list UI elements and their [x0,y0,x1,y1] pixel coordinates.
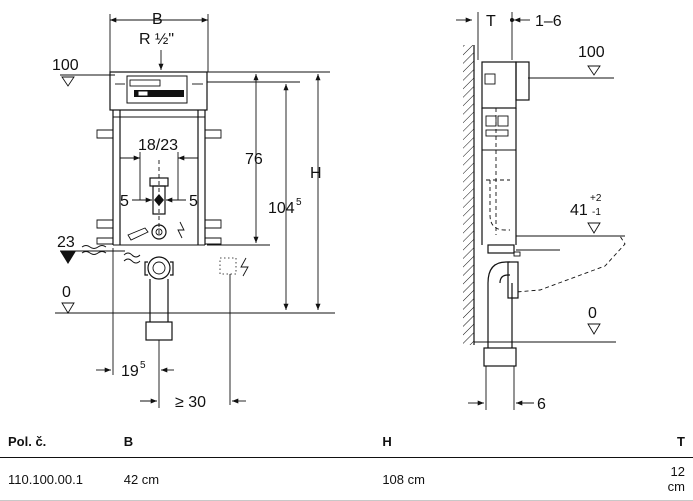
header-B: B [115,426,375,458]
header-T: T [659,426,693,458]
installation-drawing: B R ½" 100 18/23 [52,11,626,413]
spec-table: Pol. č. B H T 110.100.00.1 42 cm 108 cm … [0,426,693,501]
table-header-row: Pol. č. B H T [0,426,693,458]
depth-T-label: T [486,13,496,30]
cell-T: 12 cm [659,457,693,501]
side-floor-0-label: 0 [588,305,597,322]
floor-0-label: 0 [62,284,71,301]
min-distance-30-label: ≥ 30 [175,394,206,411]
table-row: 110.100.00.1 42 cm 108 cm 12 cm [0,457,693,501]
offset-19-sup: 5 [140,360,146,371]
offset-5-right-label: 5 [189,193,198,210]
header-H: H [374,426,660,458]
water-level-23-label: 23 [57,234,75,251]
height-41-plus: +2 [590,193,602,204]
side-level-100-label: 100 [578,44,605,61]
height-104-sup: 5 [296,197,302,208]
height-H-label: H [310,165,322,182]
offset-6-label: 6 [537,396,546,413]
height-41-minus: -1 [592,207,601,218]
offset-19-label: 19 [121,363,139,380]
height-76-label: 76 [245,151,263,168]
side-view: T 1–6 100 41 +2 -1 [456,12,626,413]
cell-B: 42 cm [115,457,375,501]
bolt-spacing-label: 18/23 [138,137,178,154]
offset-5-left-label: 5 [120,193,129,210]
connection-label: R ½" [139,31,174,48]
front-view: B R ½" 100 18/23 [52,11,335,411]
width-dim-label: B [152,11,163,28]
cell-pol: 110.100.00.1 [0,457,116,501]
cell-H: 108 cm [374,457,660,501]
header-pol: Pol. č. [0,426,116,458]
level-100-label: 100 [52,57,79,74]
gap-1-6-label: 1–6 [535,13,562,30]
height-104-label: 104 [268,200,295,217]
height-41-label: 41 [570,202,588,219]
